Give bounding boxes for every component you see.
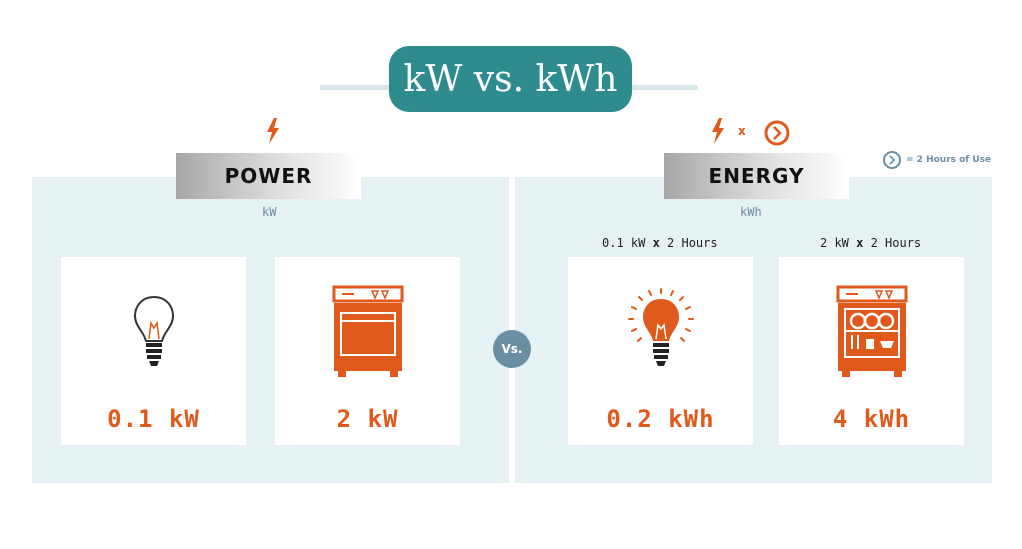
page-title: kW vs. kWh (389, 46, 632, 112)
value-oven-power: 2 kW (336, 405, 399, 433)
power-heading: POWER (176, 153, 361, 199)
card-bulb-power: 0.1 kW (61, 257, 246, 445)
multiply-sign: x (738, 124, 746, 138)
legend-text: = 2 Hours of Use (906, 155, 992, 165)
oven-icon (332, 285, 403, 377)
card-bulb-energy: 0.2 kWh (568, 257, 753, 445)
formula-oven: 2 kW x 2 Hours (820, 236, 922, 250)
formula-bulb: 0.1 kW x 2 Hours (602, 236, 718, 250)
vs-badge: Vs. (493, 330, 531, 368)
value-bulb-energy: 0.2 kWh (606, 405, 715, 433)
value-oven-energy: 4 kWh (832, 405, 911, 433)
clock-legend-icon (883, 151, 901, 169)
lightning-icon-energy (712, 118, 724, 144)
energy-unit: kWh (740, 205, 762, 219)
lit-bulb-icon (627, 288, 694, 366)
card-oven-energy: 4 kWh (779, 257, 964, 445)
legend: = 2 Hours of Use (882, 150, 991, 170)
light-bulb-icon (133, 295, 174, 366)
oven-cooking-icon (836, 285, 907, 377)
clock-icon (764, 120, 790, 146)
card-oven-power: 2 kW (275, 257, 460, 445)
value-bulb-power: 0.1 kW (107, 405, 200, 433)
lightning-icon (267, 118, 279, 144)
energy-heading: ENERGY (664, 153, 849, 199)
power-unit: kW (262, 205, 277, 219)
